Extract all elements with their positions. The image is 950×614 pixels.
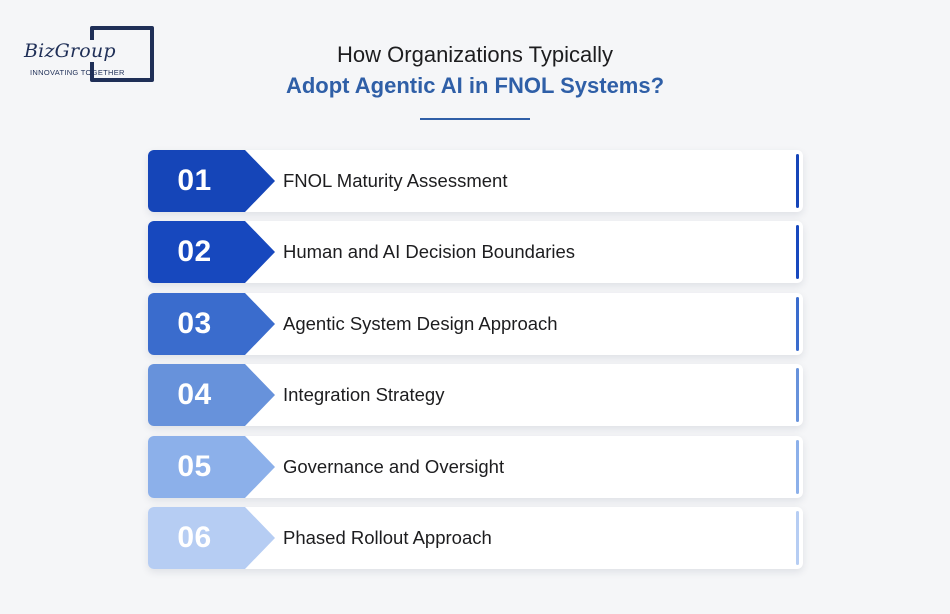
step-arrow-shape (245, 150, 275, 212)
step-card-02: 02 Human and AI Decision Boundaries (148, 221, 803, 283)
page-title-line-2: Adopt Agentic AI in FNOL Systems? (285, 73, 665, 98)
step-label: Governance and Oversight (283, 456, 505, 477)
step-label: Integration Strategy (283, 384, 445, 405)
step-number-badge: 05 (148, 436, 245, 498)
step-number-badge: 06 (148, 507, 245, 569)
step-arrow-shape (245, 507, 275, 569)
step-accent-bar (796, 297, 799, 351)
step-card-01: 01 FNOL Maturity Assessment (148, 150, 803, 212)
step-number-badge: 03 (148, 293, 245, 355)
logo-tagline: INNOVATING TOGETHER (30, 68, 125, 77)
step-number-badge: 02 (148, 221, 245, 283)
step-arrow-shape (245, 221, 275, 283)
step-label: Human and AI Decision Boundaries (283, 241, 576, 262)
step-accent-bar (796, 154, 799, 208)
step-number-badge: 01 (148, 150, 245, 212)
step-accent-bar (796, 511, 799, 565)
title-underline (420, 118, 530, 120)
logo-name: BizGroup (24, 40, 118, 62)
step-label: FNOL Maturity Assessment (283, 170, 508, 191)
step-accent-bar (796, 440, 799, 494)
step-arrow-shape (245, 293, 275, 355)
step-label: Phased Rollout Approach (283, 527, 492, 548)
bizgroup-logo: BizGroup INNOVATING TOGETHER (22, 26, 157, 84)
step-card-06: 06 Phased Rollout Approach (148, 507, 803, 569)
step-arrow-shape (245, 436, 275, 498)
step-arrow-shape (245, 364, 275, 426)
step-number-badge: 04 (148, 364, 245, 426)
step-card-05: 05 Governance and Oversight (148, 436, 803, 498)
step-card-04: 04 Integration Strategy (148, 364, 803, 426)
step-label: Agentic System Design Approach (283, 313, 558, 334)
step-accent-bar (796, 368, 799, 422)
step-card-03: 03 Agentic System Design Approach (148, 293, 803, 355)
step-accent-bar (796, 225, 799, 279)
page-title-line-1: How Organizations Typically (337, 42, 613, 67)
